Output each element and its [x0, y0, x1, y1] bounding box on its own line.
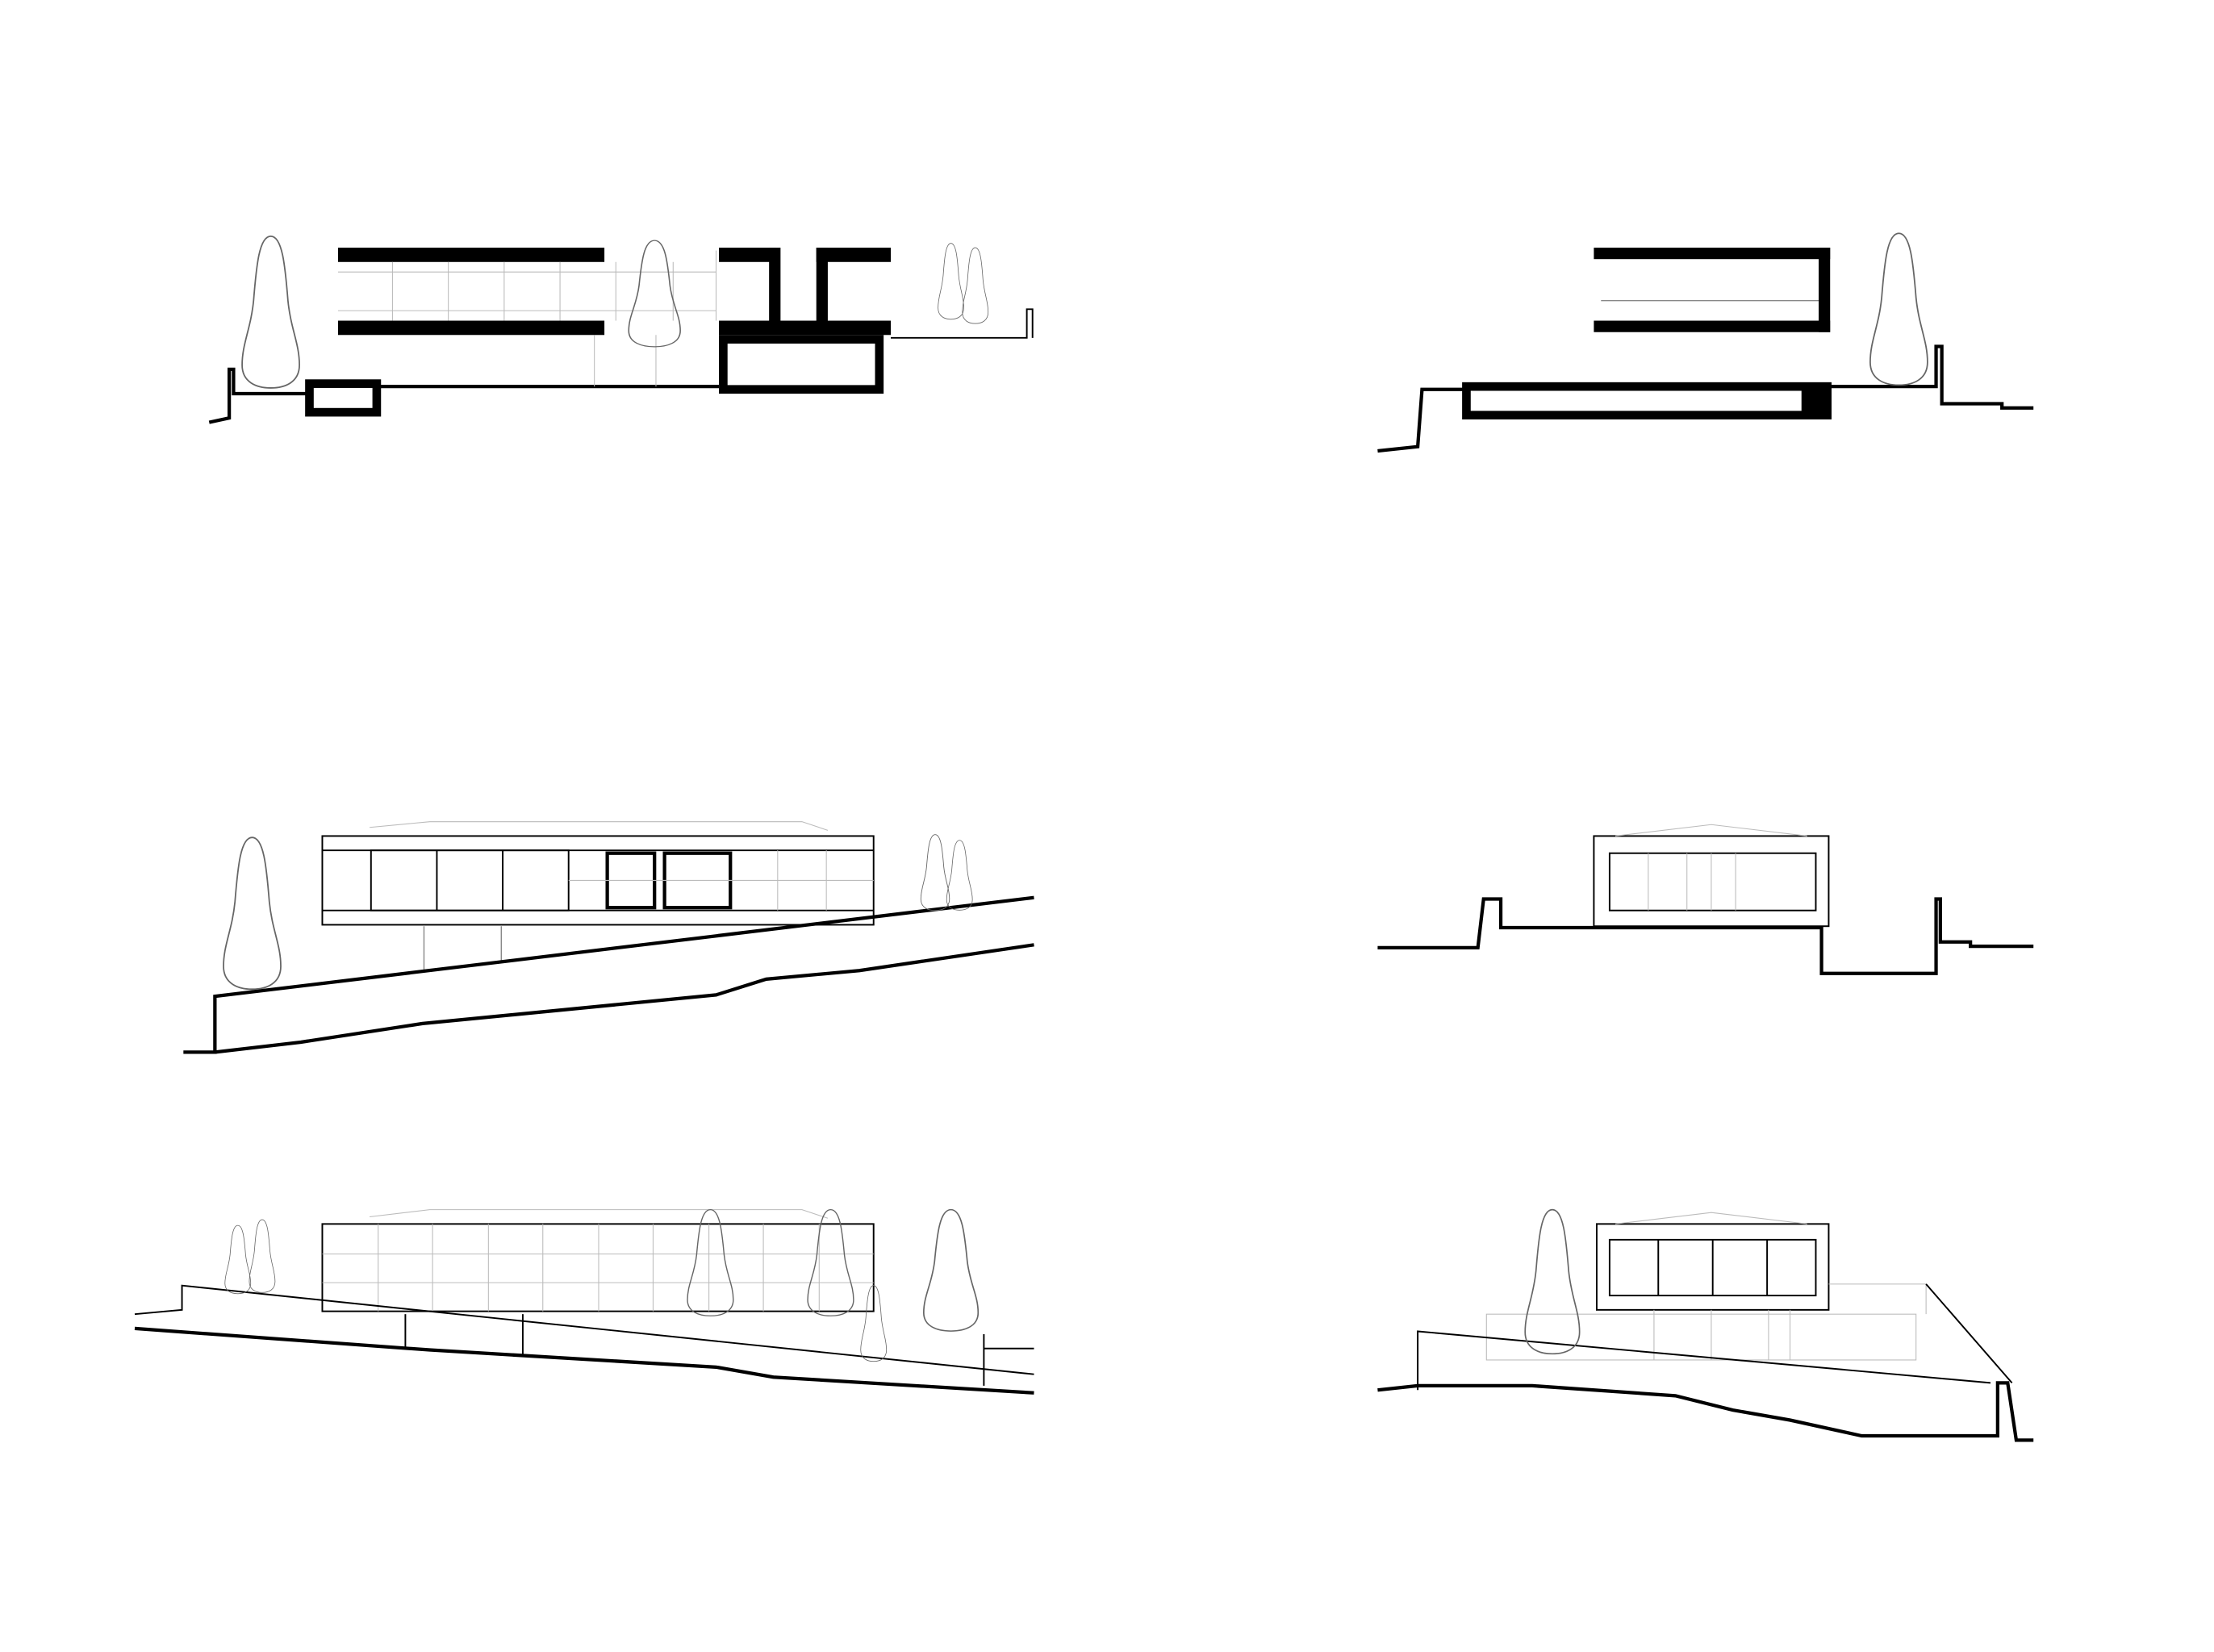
tree-icon: [1869, 232, 1928, 386]
tree-icon: [687, 1208, 734, 1317]
tree-icon: [962, 247, 989, 324]
facade-grid: [322, 1209, 874, 1312]
tree-icon: [946, 840, 973, 911]
tree-icon: [807, 1208, 854, 1317]
tree-icon: [224, 1224, 252, 1295]
tree-icon: [223, 836, 282, 991]
roof-slab: [719, 248, 777, 262]
retaining-wall-edge: [1925, 1283, 2013, 1383]
ground-line: [1830, 344, 2034, 410]
floor-slab: [337, 320, 605, 336]
ground-line: [1377, 1381, 2034, 1442]
pool: [1462, 382, 1832, 419]
ground-line: [1377, 897, 2034, 975]
tree-icon: [938, 243, 964, 320]
window: [370, 849, 570, 912]
section-drawing-2: [1377, 232, 2034, 453]
building-outline: [1595, 1223, 1830, 1311]
section-drawing-1: [208, 235, 1034, 424]
facade-grid: [1485, 1212, 1927, 1361]
elevation-drawing-3: [134, 1208, 1034, 1395]
basement-box: [719, 335, 884, 394]
elevation-drawing-2: [1377, 824, 2034, 975]
elevation-drawing-4: [1377, 1208, 2034, 1442]
ground-line: [215, 943, 1034, 1054]
ground-line: [134, 1326, 1034, 1395]
tree-icon: [922, 1208, 980, 1332]
ground-line: [1417, 1330, 1991, 1391]
floor-slab: [719, 320, 892, 336]
elevation-drawing-1: [183, 821, 1034, 1054]
pool-wall: [1801, 383, 1831, 419]
window: [1608, 852, 1817, 912]
ground-line: [183, 895, 1034, 1054]
tree-icon: [920, 834, 950, 912]
roof-slab: [1594, 248, 1831, 260]
pool: [305, 379, 382, 417]
ground-line: [1377, 387, 1464, 453]
building-outline: [321, 1223, 875, 1312]
glazing-grid: [337, 250, 717, 387]
roof-slab: [816, 248, 892, 262]
tree-icon: [241, 235, 300, 389]
floor-slab: [1594, 320, 1831, 332]
facade-grid: [1615, 824, 1807, 911]
ground-line: [891, 308, 1034, 339]
roof-slab: [337, 248, 605, 262]
wall: [1819, 248, 1831, 332]
ground-line: [134, 1284, 1034, 1375]
facade-grid: [369, 821, 874, 911]
wall: [769, 248, 781, 327]
ground-line: [208, 367, 308, 424]
tree-icon: [1524, 1208, 1581, 1355]
tree-icon: [628, 240, 681, 348]
wall: [816, 248, 828, 327]
tree-icon: [249, 1219, 276, 1293]
